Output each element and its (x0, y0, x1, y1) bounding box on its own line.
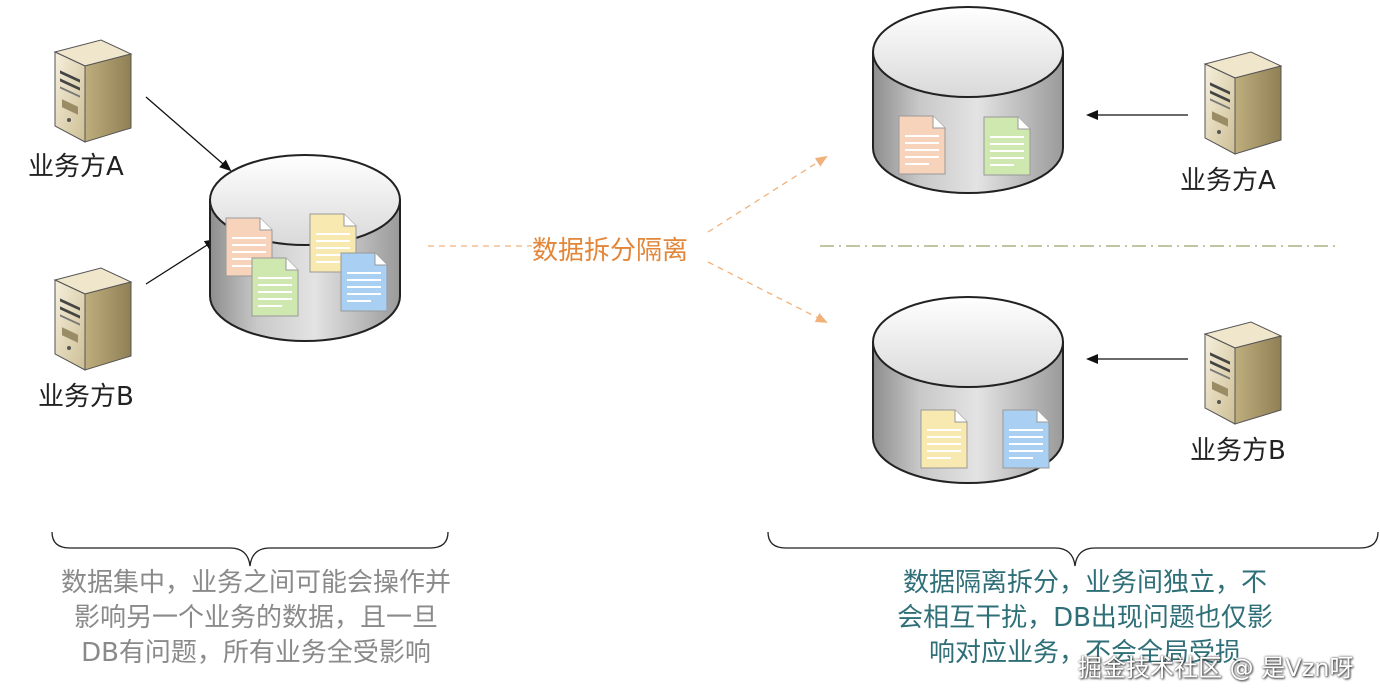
right-server-b (1204, 321, 1282, 425)
left-caption-line: 数据集中，业务之间可能会操作并 (60, 568, 451, 598)
left-brace (51, 531, 449, 567)
right-brace (767, 531, 1379, 567)
split-arrow-down (707, 261, 828, 323)
left-server-b-label: 业务方B (38, 382, 134, 412)
right-caption-line: 响对应业务，不会全局受损 (928, 638, 1241, 668)
document-icon (340, 252, 388, 312)
watermark: 掘金技术社区 @ 是Vzn呀 (1078, 654, 1354, 682)
document-icon (898, 115, 946, 175)
document-icon (251, 257, 299, 317)
left-server-a (54, 39, 132, 143)
left-server-b (54, 267, 132, 371)
arrow-server-b-to-db (145, 238, 217, 285)
left-caption-line: 影响另一个业务的数据，且一旦 (73, 603, 438, 633)
right-caption-line: 数据隔离拆分，业务间独立，不 (902, 568, 1267, 598)
right-caption-line: 会相互干扰，DB出现问题也仅影 (897, 603, 1273, 633)
document-icon (983, 116, 1031, 176)
document-icon (1002, 409, 1050, 469)
document-icon (920, 409, 968, 469)
right-caption: 数据隔离拆分，业务间独立，不 会相互干扰，DB出现问题也仅影 响对应业务，不会全… (855, 566, 1315, 671)
right-server-a (1204, 51, 1282, 155)
split-label: 数据拆分隔离 (532, 236, 689, 266)
left-caption: 数据集中，业务之间可能会操作并 影响另一个业务的数据，且一旦 DB有问题，所有业… (16, 566, 496, 671)
split-arrow-up (707, 155, 828, 233)
left-caption-line: DB有问题，所有业务全受影响 (81, 638, 431, 668)
arrow-server-a-to-db (145, 96, 232, 172)
right-server-a-label: 业务方A (1180, 166, 1276, 196)
left-server-a-label: 业务方A (28, 152, 124, 182)
right-server-b-label: 业务方B (1190, 436, 1286, 466)
